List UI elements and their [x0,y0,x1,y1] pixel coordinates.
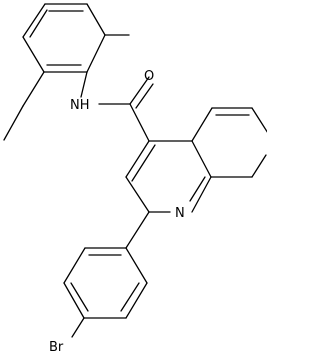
chemical-structure-canvas: O NH N Br [3,3,267,355]
bromophenyl-ring [63,211,150,338]
quinoline-ring-system [125,107,267,213]
bromine-atom-label: Br [49,340,64,355]
ring-nitrogen-label: N [175,206,185,221]
amide-linkage [80,71,154,142]
dimethylphenyl-ring [22,3,106,73]
amide-nitrogen-label: NH [70,98,90,113]
structure-svg: O NH N Br [3,3,267,355]
oxygen-atom-label: O [144,69,154,84]
ethyl-group [3,71,45,141]
